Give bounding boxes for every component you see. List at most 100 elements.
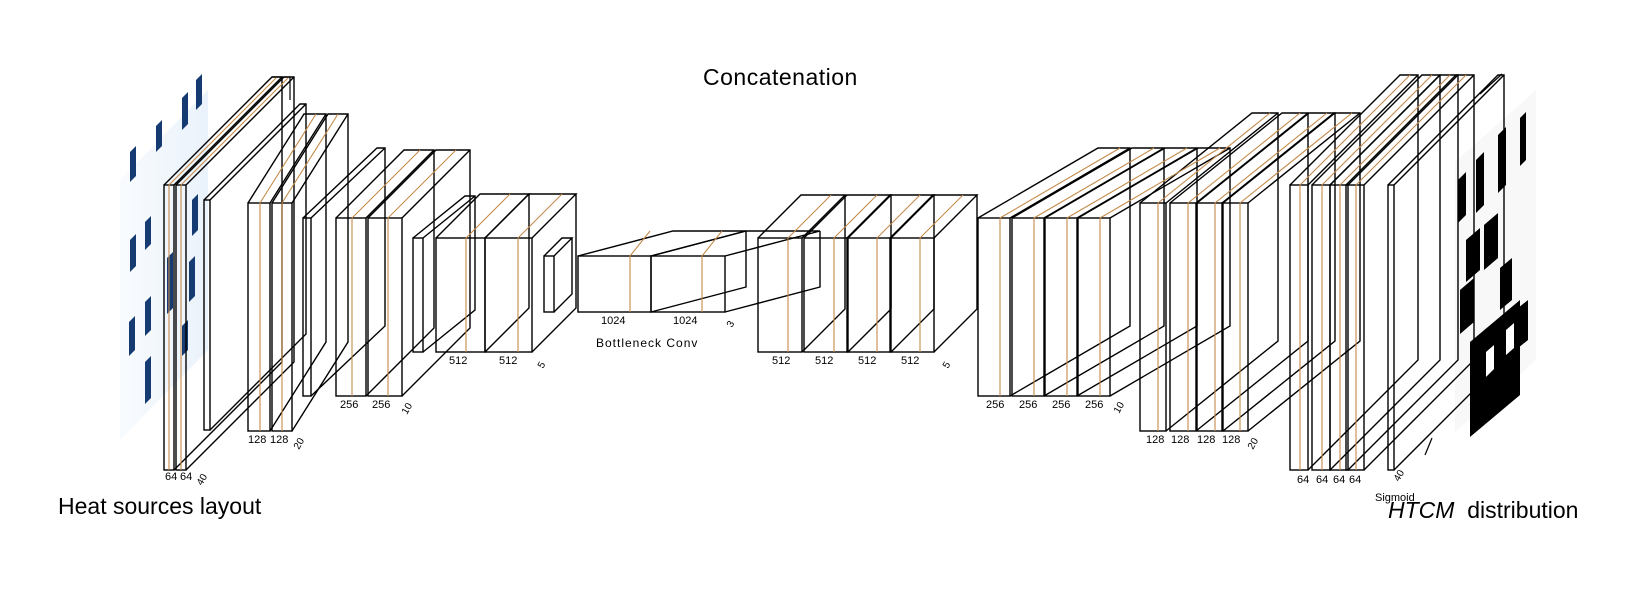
bott-box-a xyxy=(577,230,747,313)
dec1-slab-3-edge xyxy=(1363,74,1475,186)
dec2-slab-1 xyxy=(1169,112,1309,432)
enc1-ch1: 64 xyxy=(165,471,178,483)
dec3-slab-0-front xyxy=(977,217,1011,397)
dec4-box-3 xyxy=(889,194,979,353)
enc4-box-b-front xyxy=(484,237,533,353)
dec4-ch1: 512 xyxy=(772,355,791,367)
dec1-slab-1-back xyxy=(1311,74,1441,471)
dec4-box-2-top xyxy=(846,194,936,239)
dec4-box-3-side xyxy=(933,195,978,353)
dec1-ch2: 64 xyxy=(1316,474,1329,486)
dec3-ch3: 256 xyxy=(1052,399,1071,411)
dec2-slab-0-edge xyxy=(1165,112,1279,204)
dec4-ch3: 512 xyxy=(858,355,877,367)
dec3-stripe-0-d xyxy=(999,147,1121,219)
enc1-ch2: 64 xyxy=(180,471,193,483)
bott-box-a-top xyxy=(577,230,747,257)
dec2-slab-3 xyxy=(1221,112,1361,432)
dec2-slab-1-back xyxy=(1169,112,1309,432)
dec4-box-3-front xyxy=(889,237,935,353)
dec2-slab-0-front xyxy=(1139,202,1167,432)
enc2-ch1: 128 xyxy=(248,434,267,446)
dec4-stripe-0-d xyxy=(787,194,832,239)
skip-1 xyxy=(272,76,291,100)
dec4-box-0-side xyxy=(801,195,846,353)
dec1-stripe-0-d xyxy=(1299,74,1411,186)
bott-box-a-side xyxy=(650,231,747,313)
bott-stripe-b-d xyxy=(701,230,723,257)
enc2-slab-a-front xyxy=(247,202,271,432)
dec2-slab-0 xyxy=(1139,112,1279,432)
bott-box-b xyxy=(650,230,821,313)
bott-box-b-front xyxy=(650,255,726,313)
dec2-ch4: 128 xyxy=(1222,434,1241,446)
enc2-slab-b-edge xyxy=(291,113,349,204)
dec3-stripe-1-d xyxy=(1033,147,1155,219)
dec2-slab-3-front xyxy=(1221,202,1249,432)
dec4-box-0-front xyxy=(757,237,803,353)
enc4-box-b-top xyxy=(484,193,578,239)
dec1-slab-1-front xyxy=(1311,184,1331,471)
dec1-stripe-3-d xyxy=(1355,74,1467,186)
sigmoid-label: Sigmoid xyxy=(1375,492,1415,504)
enc3-slab-b xyxy=(367,149,471,397)
dec1-output-front xyxy=(1387,184,1395,471)
dec2-ch3: 128 xyxy=(1197,434,1216,446)
dec4-stripe-2-d xyxy=(876,194,921,239)
enc1-stripe-b-d xyxy=(180,76,290,186)
enc3-slab-b-front xyxy=(367,217,403,397)
dec1-ch4: 64 xyxy=(1349,474,1362,486)
enc3-pool-edge xyxy=(422,195,476,239)
enc3-pool xyxy=(412,195,476,353)
enc4-pool-side xyxy=(553,238,573,313)
enc1-pool-front xyxy=(203,199,211,431)
bottleneck-label: Bottleneck Conv xyxy=(596,336,699,350)
enc3-stripe-b-d xyxy=(387,149,457,219)
dec2-stripe-1-d xyxy=(1187,112,1301,204)
dec1-slab-2-front xyxy=(1329,184,1349,471)
dec1-slab-3-front xyxy=(1345,184,1365,471)
dec4-box-2-side xyxy=(890,195,935,353)
dec1-slab-2-edge xyxy=(1347,74,1459,186)
skip-connections xyxy=(272,73,1503,456)
bott-ch1: 1024 xyxy=(601,315,626,327)
dec1-slab-0 xyxy=(1289,74,1419,471)
skip-1-arrow xyxy=(1479,73,1503,95)
enc3-ch2: 256 xyxy=(372,399,391,411)
enc3-slab-a-front xyxy=(335,217,367,397)
dec4-stripe-1-d xyxy=(833,194,878,239)
dec2-slab-1-front xyxy=(1169,202,1197,432)
bott-box-b-top xyxy=(650,230,821,257)
enc3-slab-a-edge xyxy=(365,149,435,219)
dec2-stripe-2-d xyxy=(1214,112,1328,204)
dec4-box-0 xyxy=(757,194,847,353)
dec3-slab-0 xyxy=(977,147,1131,397)
dec3-slab-0-edge xyxy=(1009,147,1131,219)
dec4-stripe-3-d xyxy=(919,194,964,239)
enc4-box-b-side xyxy=(531,194,577,353)
output-caption: HTCM distribution xyxy=(1388,497,1579,523)
dec3-stripe-3-d xyxy=(1099,147,1221,219)
bott-box-a-front xyxy=(577,255,652,313)
enc4-ch1: 512 xyxy=(449,355,468,367)
dec4-ch2: 512 xyxy=(815,355,834,367)
dec1-slab-3 xyxy=(1345,74,1475,471)
dec3-ch1: 256 xyxy=(986,399,1005,411)
dec2-slab-3-back xyxy=(1221,112,1361,432)
dec1-slab-1 xyxy=(1311,74,1441,471)
enc3-stripe-a-d xyxy=(351,149,421,219)
dec3-ch4: 256 xyxy=(1085,399,1104,411)
enc1-pool-back xyxy=(203,103,307,431)
enc1-pool xyxy=(203,103,307,431)
dec1-output-edge xyxy=(1393,74,1505,186)
feature-channel-stripes xyxy=(168,74,1467,470)
enc2-pool-front xyxy=(302,217,312,397)
input-caption: Heat sources layout xyxy=(58,493,262,519)
dec1-slab-3-back xyxy=(1345,74,1475,471)
dec3-slab-3 xyxy=(1077,147,1231,397)
dec2-ch2: 128 xyxy=(1171,434,1190,446)
enc3-pool-front xyxy=(412,237,424,353)
dec4-ch4: 512 xyxy=(901,355,920,367)
enc1-stripe-a-d xyxy=(168,76,278,186)
